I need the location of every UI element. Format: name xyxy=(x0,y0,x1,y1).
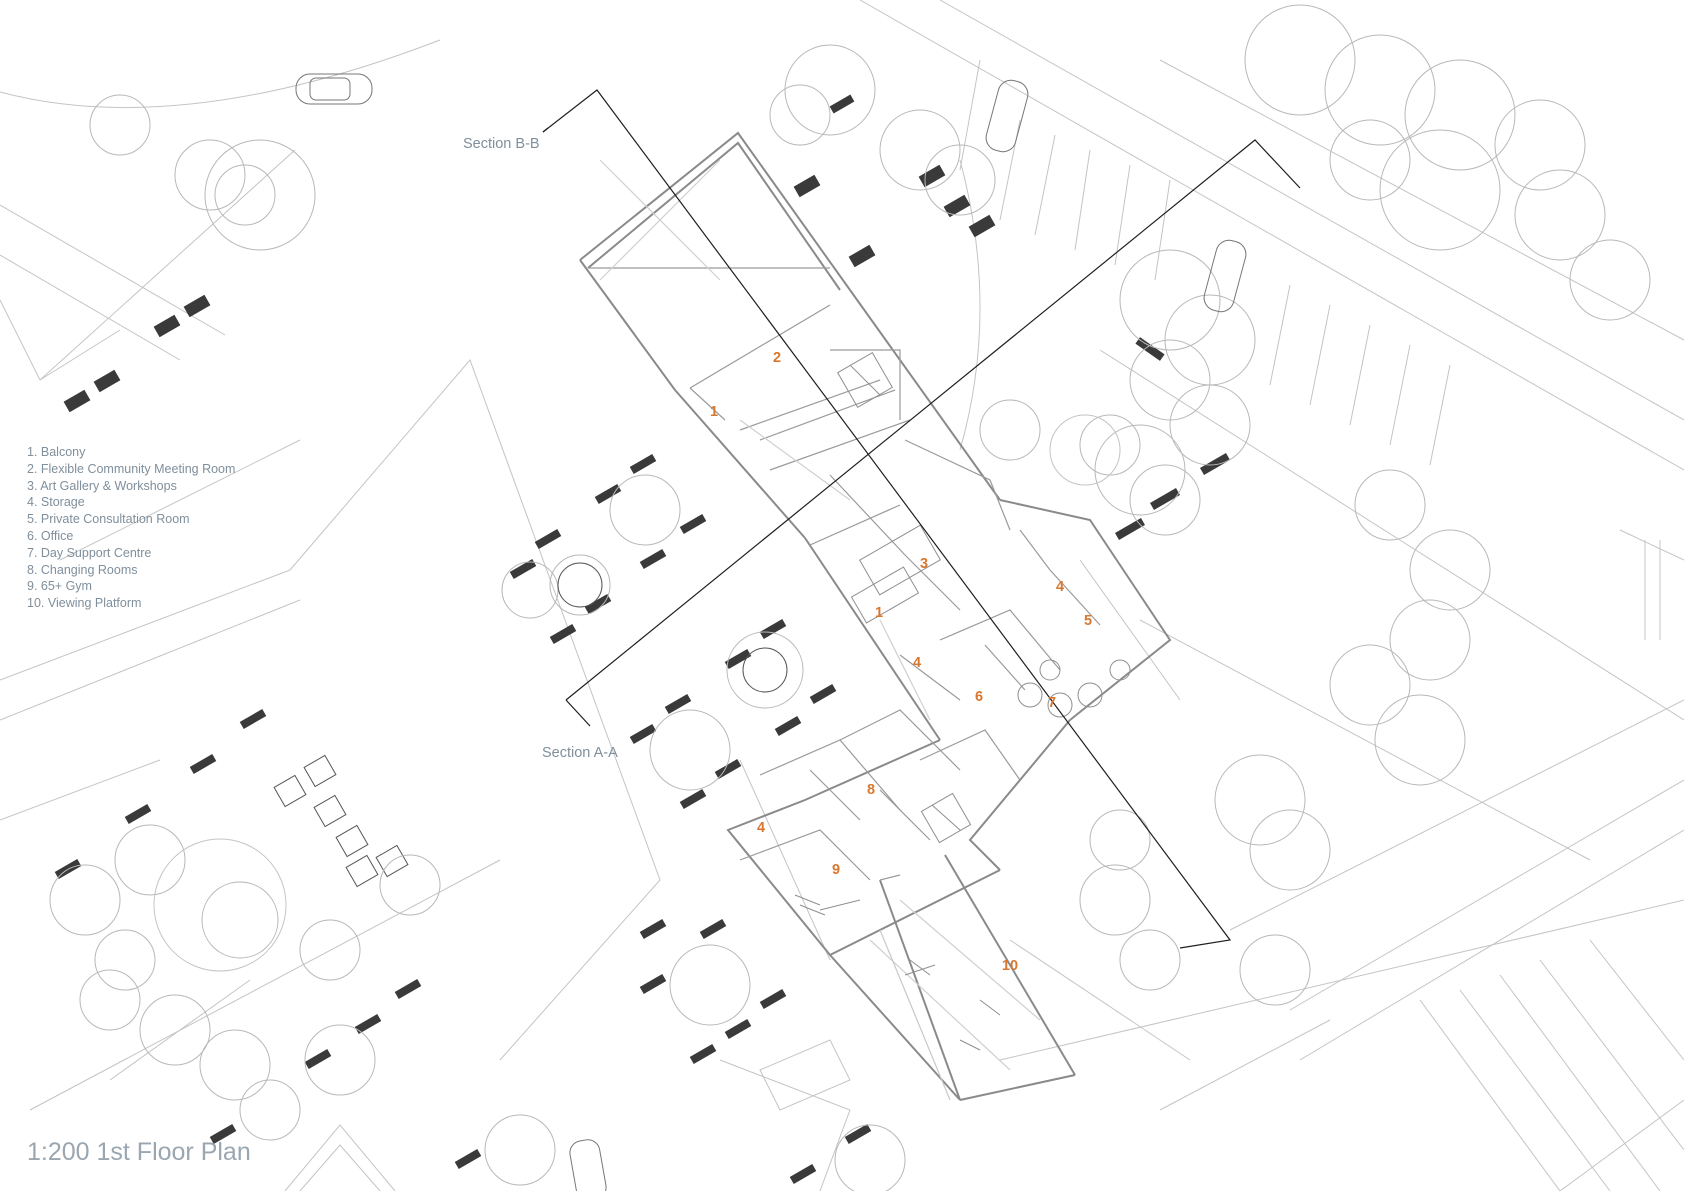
room-number-viewing-platform: 10 xyxy=(1001,958,1019,974)
room-number-consultation: 5 xyxy=(1083,613,1093,629)
legend-item: 6. Office xyxy=(27,528,74,543)
room-number-storage: 4 xyxy=(756,820,766,836)
interior-partitions xyxy=(588,159,1101,1101)
section-label-b: Section B-B xyxy=(463,136,540,152)
legend-item: 4. Storage xyxy=(27,495,85,510)
room-number-office: 6 xyxy=(974,689,984,705)
legend-item: 1. Balcony xyxy=(27,445,86,459)
room-number-meeting-room: 2 xyxy=(772,350,782,366)
seating-blocks xyxy=(273,754,409,888)
plan-title: 1:200 1st Floor Plan xyxy=(27,1138,251,1166)
legend-item: 8. Changing Rooms xyxy=(27,562,138,577)
room-number-storage: 4 xyxy=(1055,579,1065,595)
room-number-art-gallery: 3 xyxy=(919,556,929,572)
room-number-balcony: 1 xyxy=(709,404,719,420)
legend-item: 10. Viewing Platform xyxy=(27,596,142,611)
room-number-day-support: 7 xyxy=(1047,695,1057,711)
legend-item: 9. 65+ Gym xyxy=(27,579,92,594)
legend-item: 3. Art Gallery & Workshops xyxy=(27,478,177,493)
tree-dark-canopies xyxy=(557,562,788,693)
section-label-a: Section A-A xyxy=(542,745,618,761)
furniture-details xyxy=(794,351,1131,1051)
trees xyxy=(49,4,1651,1191)
room-legend: 1. Balcony 2. Flexible Community Meeting… xyxy=(27,444,235,612)
legend-item: 2. Flexible Community Meeting Room xyxy=(27,461,236,476)
cars xyxy=(295,73,1247,1191)
room-number-gym: 9 xyxy=(831,862,841,878)
legend-item: 7. Day Support Centre xyxy=(27,545,152,560)
legend-item: 5. Private Consultation Room xyxy=(27,512,190,527)
building-walls xyxy=(579,131,1172,1101)
room-number-balcony: 1 xyxy=(874,605,884,621)
landscape-circles xyxy=(153,414,1121,1191)
room-number-storage: 4 xyxy=(912,655,922,671)
section-lines xyxy=(542,89,1301,949)
benches xyxy=(54,94,1230,1184)
room-number-changing-rooms: 8 xyxy=(866,782,876,798)
